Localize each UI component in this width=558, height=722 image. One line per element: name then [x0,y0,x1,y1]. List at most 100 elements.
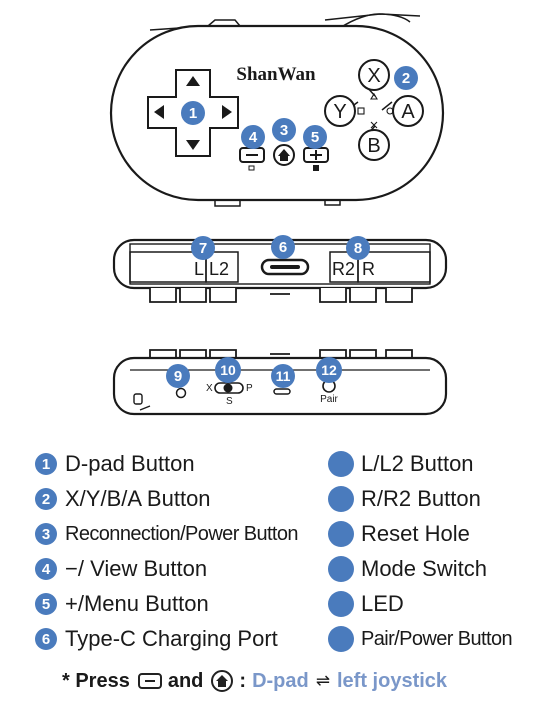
legend-label: Reconnection/Power Button [65,522,299,545]
svg-text:12: 12 [321,362,337,378]
button-b[interactable] [358,129,390,161]
svg-text:7: 7 [199,240,207,257]
svg-text:3: 3 [280,122,288,139]
button-y[interactable] [324,95,356,127]
l2-button[interactable] [205,251,239,283]
callout-6: 6 [271,235,295,259]
legend-bullet [328,626,354,652]
legend-label: +/Menu Button [65,591,209,616]
legend-item-led: LED [328,588,404,620]
note-prefix: * Press [62,669,130,692]
legend-item-reconnection: 3 Reconnection/Power Button [35,518,299,550]
button-x[interactable] [358,59,390,91]
plus-button[interactable] [303,147,329,171]
down-arrow-icon [186,140,200,150]
callout-3: 3 [272,118,296,142]
callout-5: 5 [303,125,327,149]
note-and: and [167,669,204,692]
l2-label: L2 [209,259,229,279]
svg-text:9: 9 [174,368,182,385]
legend-item-l-l2: L/L2 Button [328,448,474,480]
svg-text:11: 11 [276,368,291,384]
svg-text:1: 1 [189,105,197,122]
footnote: * Press and : D-pad ⇌ left joystick [62,666,447,696]
legend-item-dpad: 1 D-pad Button [35,448,195,480]
button-y-label: Y [333,101,346,123]
svg-text:5: 5 [311,129,319,146]
legend-item-reset: Reset Hole [328,518,470,550]
minus-key-icon [137,673,162,689]
callout-11: 11 [271,364,295,388]
legend-item-pair: Pair/Power Button [328,623,513,655]
legend-label: D-pad Button [65,451,195,476]
svg-text:2: 2 [402,70,410,87]
legend-item-menu: 5 +/Menu Button [35,588,209,620]
mode-x-label: X [206,383,213,394]
legend-item-mode-switch: Mode Switch [328,553,487,585]
legend-bullet [328,486,354,512]
legend-number: 3 [35,523,57,545]
brand-logo: ShanWan [236,64,316,85]
legend-label: −/ View Button [65,556,208,581]
l-label: L [194,259,204,279]
legend-label: Reset Hole [361,521,470,546]
legend-number: 6 [35,628,57,650]
left-arrow-icon [154,105,164,119]
callout-7: 7 [191,236,215,260]
legend-number: 2 [35,488,57,510]
button-b-label: B [367,135,380,157]
callout-2: 2 [394,66,418,90]
r-label: R [362,259,375,279]
legend-label: Pair/Power Button [361,627,513,650]
legend: 1 D-pad Button 2 X/Y/B/A Button 3 Reconn… [0,446,558,676]
legend-label: Mode Switch [361,556,487,581]
led [273,388,291,395]
callout-1: 1 [181,101,205,125]
controller-diagram: ShanWan X Y A B [109,13,448,416]
legend-label: LED [361,591,404,616]
home-key-icon [211,670,234,692]
note-joystick: left joystick [337,669,448,692]
callout-8: 8 [346,236,370,260]
button-x-label: X [367,65,380,87]
reset-hole[interactable] [175,387,187,399]
callout-10: 10 [215,357,241,383]
legend-bullet [328,591,354,617]
legend-label: X/Y/B/A Button [65,486,211,511]
right-arrow-icon [222,105,232,119]
legend-item-typec: 6 Type-C Charging Port [35,623,278,655]
legend-number: 4 [35,558,57,580]
svg-text:10: 10 [220,362,236,378]
pair-label: Pair [320,394,338,405]
mode-p-label: P [246,383,253,394]
legend-label: Type-C Charging Port [65,626,278,651]
r2-label: R2 [332,259,355,279]
mode-switch[interactable] [214,382,244,394]
legend-item-view: 4 −/ View Button [35,553,207,585]
legend-bullet [328,451,354,477]
button-a-label: A [401,101,415,123]
minus-button[interactable] [239,147,265,171]
callout-9: 9 [166,364,190,388]
legend-label: L/L2 Button [361,451,474,476]
r-button[interactable] [357,251,431,283]
callout-4: 4 [241,125,265,149]
up-arrow-icon [186,76,200,86]
legend-number: 5 [35,593,57,615]
svg-text:8: 8 [354,240,362,257]
legend-item-xyba: 2 X/Y/B/A Button [35,483,211,515]
usb-c-port-icon [260,258,310,276]
callout-12: 12 [316,357,342,383]
legend-number: 1 [35,453,57,475]
legend-label: R/R2 Button [361,486,481,511]
legend-item-r-r2: R/R2 Button [328,483,481,515]
swap-arrows-icon: ⇌ [315,671,330,691]
home-icon [278,149,290,161]
mode-s-label: S [226,396,233,407]
note-dpad: D-pad [252,669,309,692]
legend-bullet [328,556,354,582]
svg-text:6: 6 [279,239,287,256]
note-colon: : [239,669,247,692]
home-button[interactable] [273,144,295,166]
legend-bullet [328,521,354,547]
